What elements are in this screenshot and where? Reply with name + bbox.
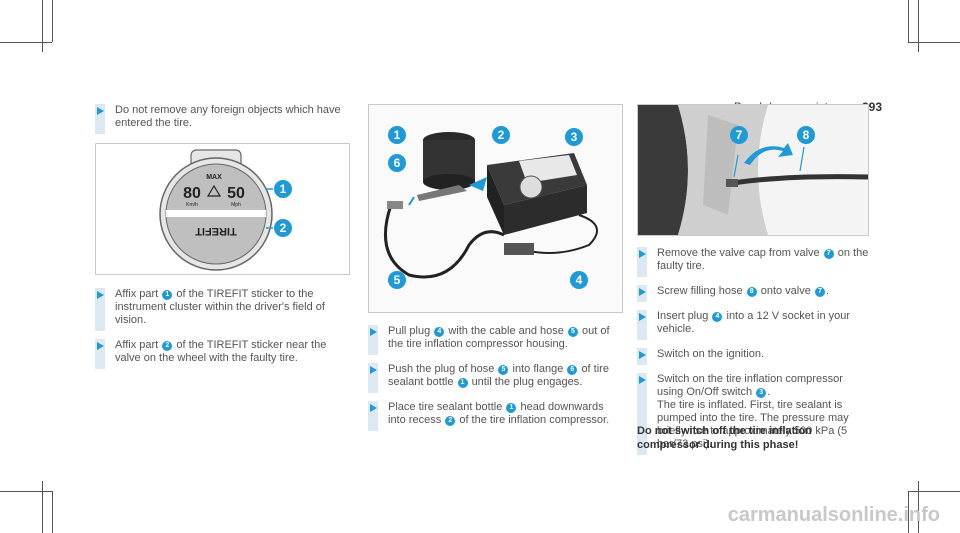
callout-badge: 5 [567, 327, 578, 337]
crop-mark [918, 0, 919, 52]
watermark: carmanualsonline.info [727, 504, 940, 526]
callout-badge: 2 [445, 416, 456, 426]
step-do-not-remove: Do not remove any foreign objects which … [95, 104, 347, 134]
callout-badge: 7 [814, 287, 825, 297]
svg-text:5: 5 [394, 273, 401, 287]
svg-text:2: 2 [498, 128, 505, 142]
callout-8 [797, 126, 815, 144]
arrow-icon [639, 376, 646, 384]
warning-text: Do not switch off the tire inflation com… [637, 425, 812, 451]
callout-badge: 2 [162, 341, 173, 351]
callout-badge: 1 [162, 290, 173, 300]
arrow-icon [97, 291, 104, 299]
callout-2 [274, 219, 292, 237]
step-insert-plug: Insert plug 4 into a 12 V socket in your… [637, 310, 869, 340]
svg-text:2: 2 [280, 221, 287, 235]
step-affix-part-1: Affix part 1 of the TIREFIT sticker to t… [95, 288, 353, 331]
sticker-figure: MAX 80 50 Km/h Mph TIREFIT 1 2 [95, 143, 350, 275]
svg-text:8: 8 [803, 128, 810, 142]
callout-badge: 1 [457, 378, 468, 388]
svg-text:1: 1 [280, 182, 287, 196]
step-screw-hose: Screw filling hose 8 onto valve 7. [637, 285, 869, 302]
crop-mark [52, 0, 53, 42]
column-3-steps: Remove the valve cap from valve 7 on the… [637, 247, 869, 463]
valve-figure: 7 8 [637, 104, 869, 236]
crop-mark [908, 0, 909, 42]
step-ignition: Switch on the ignition. [637, 348, 869, 365]
callout-badge: 5 [498, 365, 509, 375]
crop-mark [918, 481, 919, 533]
step-affix-part-2: Affix part 2 of the TIREFIT sticker near… [95, 339, 353, 369]
arrow-icon [370, 404, 377, 412]
sticker-unit-kmh: Km/h [186, 202, 198, 208]
callout-7 [730, 126, 748, 144]
sticker-unit-mph: Mph [231, 202, 241, 208]
compressor-illustration: 1 6 2 3 5 4 [369, 105, 622, 312]
sticker-max: MAX [206, 174, 222, 181]
callout-badge: 4 [712, 312, 723, 322]
step-switch-on-compressor: Switch on the tire inflation compressor … [637, 373, 869, 455]
callout-badge: 8 [746, 287, 757, 297]
callout-6 [388, 154, 406, 172]
crop-mark [0, 491, 52, 492]
svg-text:1: 1 [394, 128, 401, 142]
arrow-icon [639, 250, 646, 258]
column-1-steps: Affix part 1 of the TIREFIT sticker to t… [95, 288, 353, 377]
step-remove-valve-cap: Remove the valve cap from valve 7 on the… [637, 247, 869, 277]
compressor-figure: 1 6 2 3 5 4 [368, 104, 623, 313]
column-2-steps: Pull plug 4 with the cable and hose 5 ou… [368, 325, 623, 439]
arrow-icon [370, 366, 377, 374]
callout-4 [570, 271, 588, 289]
svg-text:6: 6 [394, 156, 401, 170]
crop-mark [908, 491, 909, 533]
warning-triangle-icon [206, 184, 222, 197]
callout-1 [388, 126, 406, 144]
callout-2 [492, 126, 510, 144]
svg-text:4: 4 [576, 273, 583, 287]
crop-mark [908, 491, 960, 492]
step-push-plug: Push the plug of hose 5 into flange 6 of… [368, 363, 623, 393]
callout-badge: 6 [567, 365, 578, 375]
arrow-icon [97, 107, 104, 115]
arrow-icon [639, 313, 646, 321]
arrow-icon [639, 351, 646, 359]
crop-mark [42, 0, 43, 52]
step-pull-plug: Pull plug 4 with the cable and hose 5 ou… [368, 325, 623, 355]
sticker-brand: TIREFIT [195, 225, 237, 237]
step-place-bottle: Place tire sealant bottle 1 head downwar… [368, 401, 623, 431]
svg-text:3: 3 [571, 130, 578, 144]
callout-badge: 4 [434, 327, 445, 337]
crop-mark [42, 481, 43, 533]
crop-mark [0, 42, 52, 43]
callout-badge: 1 [506, 403, 517, 413]
callout-badge: 3 [756, 388, 767, 398]
callout-5 [388, 271, 406, 289]
sticker-speed-kmh: 80 [183, 185, 201, 202]
tirefit-sticker-illustration: MAX 80 50 Km/h Mph TIREFIT 1 2 [159, 149, 292, 271]
arrow-icon [639, 288, 646, 296]
arrow-icon [97, 342, 104, 350]
callout-badge: 7 [823, 249, 834, 259]
svg-text:7: 7 [736, 128, 743, 142]
sticker-speed-mph: 50 [227, 185, 245, 202]
callout-1 [274, 180, 292, 198]
crop-mark [908, 42, 960, 43]
crop-mark [52, 491, 53, 533]
callout-3 [565, 128, 583, 146]
arrow-icon [370, 328, 377, 336]
valve-illustration: 7 8 [638, 105, 868, 235]
column-1: Do not remove any foreign objects which … [95, 104, 347, 142]
